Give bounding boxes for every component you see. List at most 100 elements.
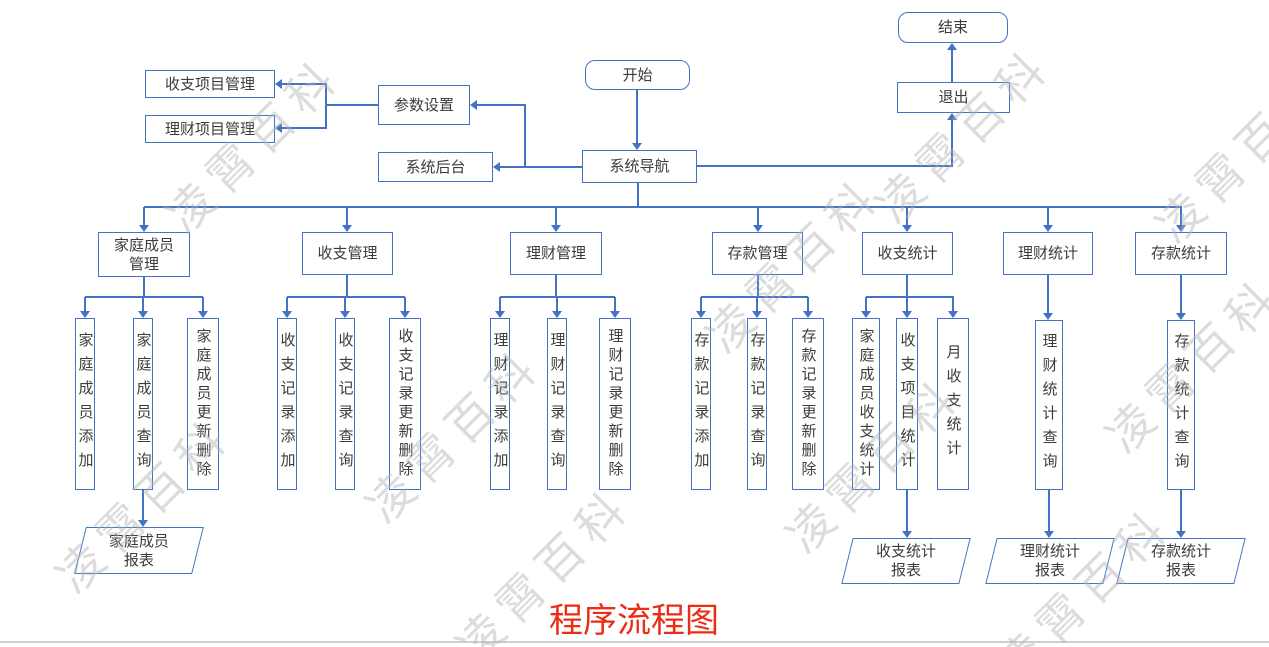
watermark-text: 凌霄百科 <box>356 337 552 533</box>
node-deposit-stats: 存款统计 <box>1135 232 1227 275</box>
node-finance-item-mgmt: 理财项目管理 <box>145 115 275 143</box>
node-finance-record-query: 理财记录查询 <box>547 318 567 490</box>
node-income-stats: 收支统计 <box>862 232 953 275</box>
connector <box>906 297 908 312</box>
connector <box>1047 207 1049 226</box>
node-label: 报表 <box>1165 562 1196 579</box>
arrowhead <box>947 113 957 120</box>
node-exit: 退出 <box>897 82 1010 113</box>
connector <box>142 490 144 521</box>
connector <box>84 297 86 312</box>
connector <box>555 275 557 297</box>
connector <box>807 297 809 312</box>
connector <box>865 297 867 312</box>
arrowhead <box>1176 531 1186 538</box>
watermark-text: 凌霄百科 <box>866 37 1062 233</box>
node-finance-record-add: 理财记录添加 <box>490 318 510 490</box>
node-deposit-stats-query: 存款统计查询 <box>1167 320 1195 490</box>
arrowhead <box>340 311 350 318</box>
connector <box>555 207 557 226</box>
connector <box>614 297 616 312</box>
node-income-item-mgmt: 收支项目管理 <box>145 70 275 98</box>
node-income-mgmt: 收支管理 <box>302 232 393 275</box>
connector <box>697 165 953 167</box>
arrowhead <box>803 311 813 318</box>
connector <box>757 275 759 297</box>
connector <box>757 207 759 226</box>
arrowhead <box>275 123 282 133</box>
node-label: 报表 <box>123 551 154 569</box>
node-finance-stats-report: 理财统计 报表 <box>985 538 1115 584</box>
node-finance-record-update-delete: 理财记录更新删除 <box>599 318 631 490</box>
arrowhead <box>752 311 762 318</box>
arrowhead <box>198 311 208 318</box>
arrowhead <box>948 311 958 318</box>
node-start: 开始 <box>585 60 690 90</box>
connector <box>404 297 406 312</box>
connector <box>1180 207 1182 226</box>
node-family-mgmt: 家庭成员 管理 <box>98 232 190 277</box>
node-deposit-record-update-delete: 存款记录更新删除 <box>792 318 824 490</box>
node-income-item-stats: 收支项目统计 <box>896 318 918 490</box>
arrowhead <box>1043 313 1053 320</box>
node-income-stats-report: 收支统计 报表 <box>841 538 971 584</box>
connector <box>866 296 954 298</box>
node-family-query: 家庭成员查询 <box>133 318 153 490</box>
arrowhead <box>947 43 957 50</box>
connector <box>906 207 908 226</box>
arrowhead <box>139 225 149 232</box>
node-monthly-income-stats: 月收支统计 <box>937 318 969 490</box>
arrowhead <box>753 225 763 232</box>
connector <box>906 490 908 532</box>
connector <box>1047 275 1049 314</box>
node-end: 结束 <box>898 12 1008 43</box>
node-label: 管理 <box>128 255 159 273</box>
connector <box>143 277 145 297</box>
node-family-income-stats: 家庭成员收支统计 <box>852 318 880 490</box>
connector <box>952 297 954 312</box>
connector <box>286 297 288 312</box>
node-deposit-record-add: 存款记录添加 <box>691 318 711 490</box>
node-label: 理财统计 <box>1019 543 1080 560</box>
connector <box>1180 490 1182 532</box>
connector <box>282 127 326 129</box>
arrowhead <box>632 143 642 150</box>
arrowhead <box>282 311 292 318</box>
arrowhead <box>470 100 477 110</box>
connector <box>500 166 583 168</box>
connector <box>906 275 908 297</box>
arrowhead <box>552 311 562 318</box>
arrowhead <box>1043 225 1053 232</box>
node-family-report: 家庭成员 报表 <box>74 527 204 574</box>
connector <box>951 46 953 82</box>
node-system-nav: 系统导航 <box>582 150 697 183</box>
connector <box>951 116 953 167</box>
connector <box>477 104 525 106</box>
connector <box>85 296 203 298</box>
connector <box>636 90 638 145</box>
connector <box>325 83 327 129</box>
node-deposit-stats-report: 存款统计 报表 <box>1116 538 1246 584</box>
node-deposit-mgmt: 存款管理 <box>712 232 803 275</box>
arrowhead <box>342 225 352 232</box>
connector <box>499 297 501 312</box>
arrowhead <box>1044 531 1054 538</box>
arrowhead <box>495 311 505 318</box>
node-finance-stats-query: 理财统计查询 <box>1035 320 1063 490</box>
arrowhead <box>902 311 912 318</box>
connector <box>144 206 1182 208</box>
connector <box>346 207 348 226</box>
connector <box>287 296 405 298</box>
connector <box>142 297 144 312</box>
node-finance-stats: 理财统计 <box>1003 232 1093 275</box>
arrowhead <box>610 311 620 318</box>
arrowhead <box>138 520 148 527</box>
node-label: 存款统计 <box>1150 543 1211 560</box>
diagram-title: 程序流程图 <box>549 602 719 640</box>
connector <box>756 297 758 312</box>
node-finance-mgmt: 理财管理 <box>510 232 602 275</box>
arrowhead <box>275 79 282 89</box>
node-income-record-add: 收支记录添加 <box>277 318 297 490</box>
connector <box>1180 275 1182 314</box>
